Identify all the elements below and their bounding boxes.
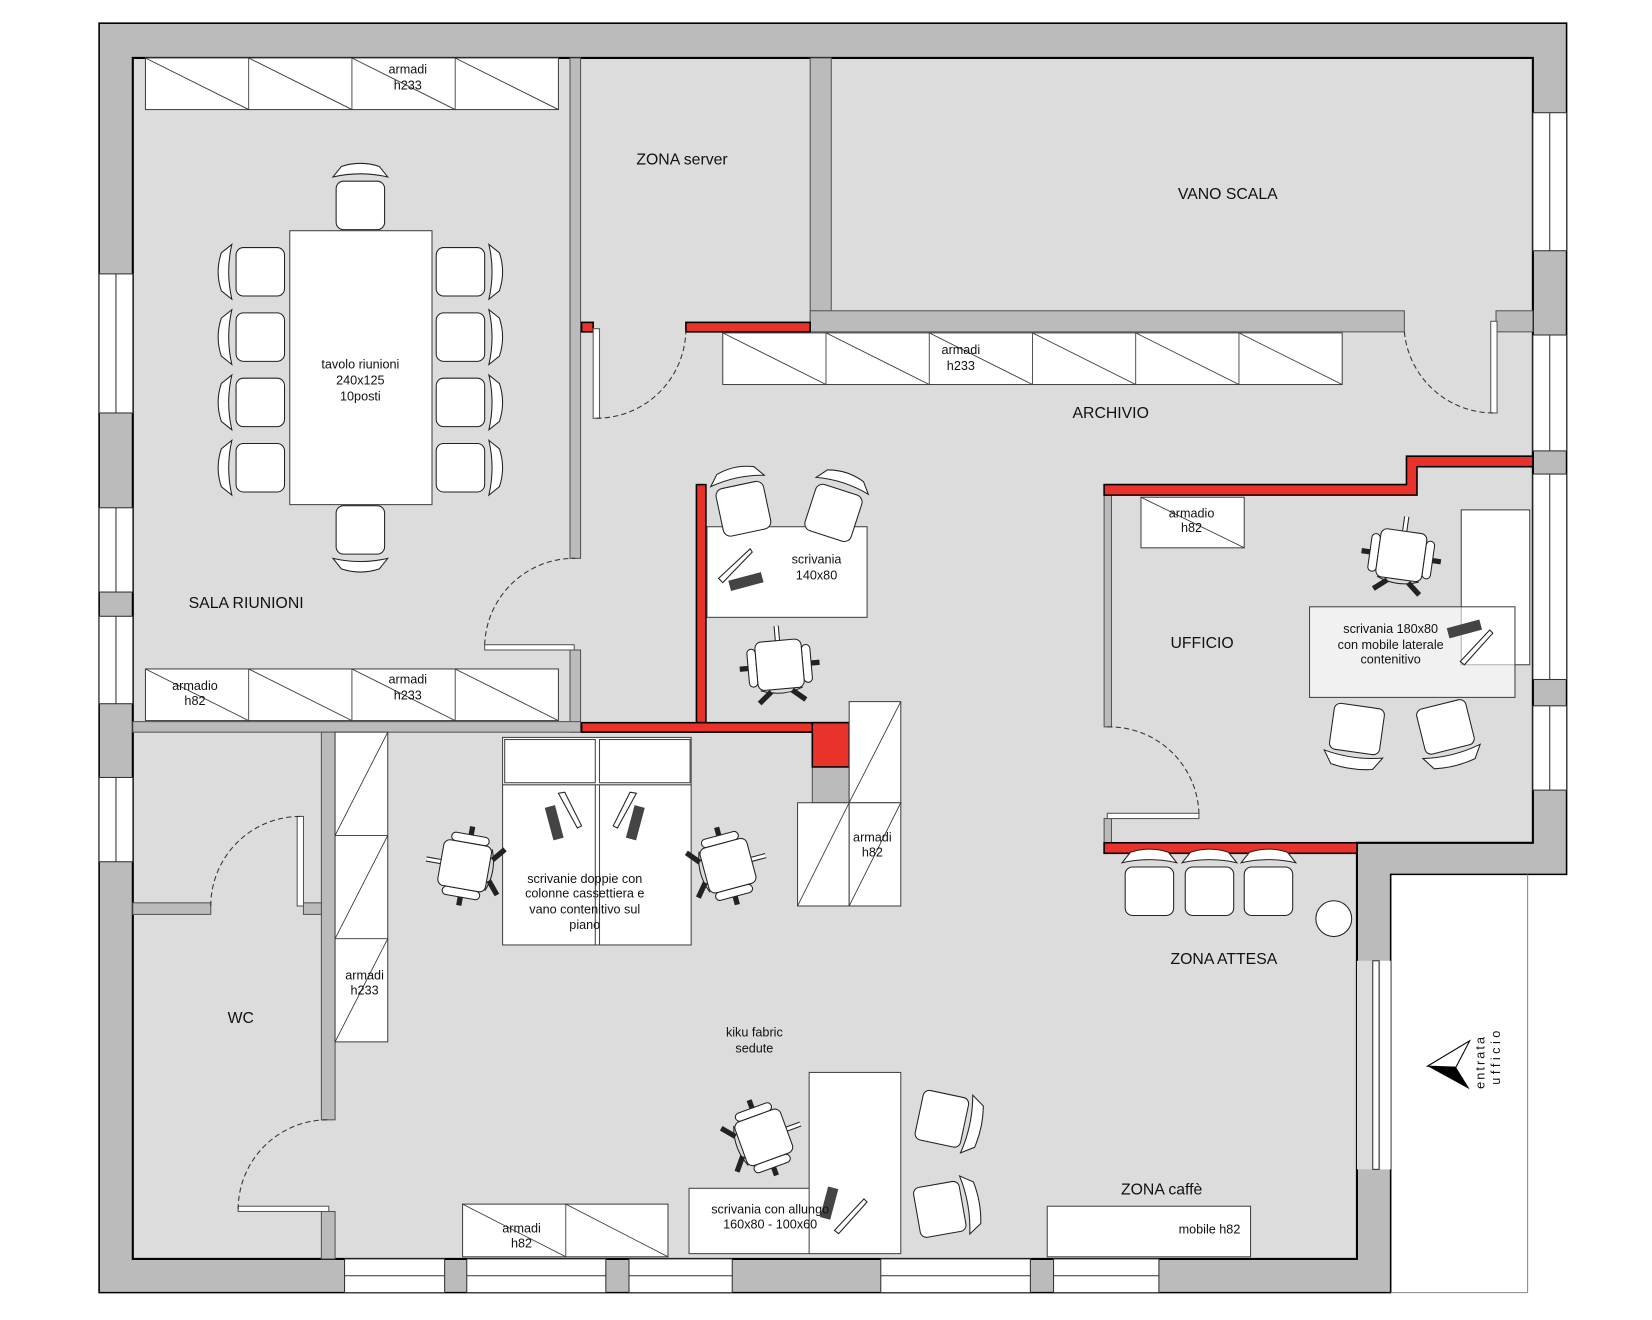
label-scrivania-allungo: 160x80 - 100x60 (723, 1217, 817, 1231)
label-armadi-bottom: armadi (502, 1222, 541, 1236)
desk-allungo (688, 1071, 902, 1255)
door-wc[interactable] (237, 1119, 330, 1213)
label-armadi-sala-top: h233 (394, 79, 422, 93)
label-scrivanie-doppie: vano contenitivo sul (529, 902, 640, 916)
door-sala-riunioni[interactable] (484, 557, 576, 651)
label-armadi-center: h82 (862, 845, 883, 859)
room-wc: WC (228, 1010, 254, 1027)
cabinets-sala-bottom (144, 668, 559, 722)
label-scrivania-140: 140x80 (796, 568, 837, 582)
door-wc-inner[interactable] (210, 815, 305, 907)
windows-right (1356, 112, 1568, 1170)
label-armadi-wc: armadi (345, 969, 384, 983)
label-scrivanie-doppie: scrivanie doppie con (527, 872, 642, 886)
label-kiku: sedute (735, 1041, 773, 1055)
label-armadio-ufficio: armadio (1169, 506, 1215, 520)
coffee-table (1315, 900, 1353, 938)
label-scrivania-180: con mobile laterale (1338, 638, 1444, 652)
cabinet-ufficio (1140, 496, 1245, 549)
label-armadi-center: armadi (853, 831, 892, 845)
label-armadio-sala: armadio (172, 679, 218, 693)
label-scrivania-140: scrivania (792, 553, 843, 567)
label-tavolo: 10posti (340, 389, 381, 403)
label-mobile-caffe: mobile h82 (1179, 1223, 1241, 1237)
label-armadi-bottom: h82 (511, 1236, 532, 1250)
label-scrivanie-doppie: colonne cassettiera e (525, 887, 644, 901)
label-armadi-wc: h233 (351, 983, 379, 997)
cabinets-center (797, 701, 902, 907)
cabinets-archivio (722, 332, 1343, 386)
room-sala-riunioni: SALA RIUNIONI (189, 595, 304, 612)
entrance-label: u f f i c i o (1489, 1031, 1503, 1085)
room-archivio: ARCHIVIO (1073, 405, 1149, 422)
room-vano-scala: VANO SCALA (1178, 186, 1278, 203)
mobile-caffe (1046, 1205, 1252, 1258)
label-kiku: kiku fabric (726, 1026, 783, 1040)
meeting-table (289, 230, 433, 506)
cabinets-sala-top (144, 57, 559, 111)
label-armadio-ufficio: h82 (1181, 521, 1202, 535)
windows-bottom (344, 1258, 1160, 1294)
door-ufficio[interactable] (1106, 726, 1200, 820)
label-armadi-archivio: armadi (942, 343, 981, 357)
door-zona-server[interactable] (592, 328, 687, 419)
room-zona-caffe: ZONA caffè (1121, 1182, 1203, 1199)
entrance-area (1390, 874, 1529, 1294)
entrance-label: entrata (1473, 1035, 1487, 1089)
label-scrivania-180: scrivania 180x80 (1343, 622, 1438, 636)
room-ufficio: UFFICIO (1170, 635, 1233, 652)
label-scrivania-allungo: scrivania con allungo (711, 1203, 829, 1217)
computer-icon (544, 548, 1494, 1235)
double-desks (502, 736, 692, 946)
cabinets-wc-side (334, 731, 389, 1043)
label-armadi-sala-top: armadi (388, 63, 427, 77)
new-walls (580, 321, 1534, 855)
label-armadi-sala-bottom: h233 (394, 689, 422, 703)
label-armadio-sala: h82 (184, 694, 205, 708)
cabinets-bottom (462, 1203, 669, 1258)
label-scrivania-180: contenitivo (1360, 653, 1420, 667)
entrance-arrow-icon (1425, 1039, 1471, 1090)
room-zona-server: ZONA server (636, 151, 727, 168)
label-armadi-archivio: h233 (947, 359, 975, 373)
label-armadi-sala-bottom: armadi (388, 673, 427, 687)
desk-180 (1309, 606, 1516, 698)
room-zona-attesa: ZONA ATTESA (1170, 951, 1277, 968)
door-vano-scala[interactable] (1403, 320, 1498, 414)
label-tavolo: tavolo riunioni (321, 358, 399, 372)
label-scrivanie-doppie: piano (569, 918, 600, 932)
label-tavolo: 240x125 (336, 374, 384, 388)
windows-left (98, 273, 134, 863)
interior-walls (132, 57, 1534, 1260)
